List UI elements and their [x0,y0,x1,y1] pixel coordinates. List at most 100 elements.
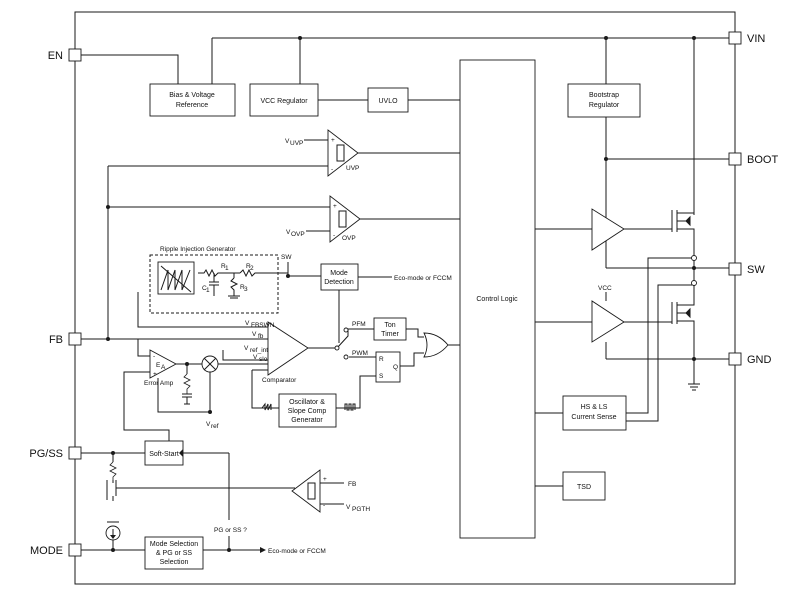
svg-text:Timer: Timer [381,331,399,338]
svg-text:A: A [161,364,166,371]
svg-text:Selection: Selection [160,559,189,566]
svg-text:-: - [331,166,333,173]
svg-text:OVP: OVP [291,231,305,238]
pin-gnd-label: GND [747,354,772,366]
uvlo-block: UVLO [367,87,409,113]
svg-text:V: V [285,138,290,145]
svg-text:+: + [333,203,337,210]
pin-vin[interactable]: VIN [728,31,765,45]
current-source-icon [105,521,121,541]
pin-sw-label: SW [747,264,765,276]
svg-text:Mode Selection: Mode Selection [150,541,198,548]
pin-gnd[interactable]: GND [728,352,772,366]
ic-outline [74,11,736,585]
pin-fb[interactable]: FB [49,332,82,346]
pin-en-label: EN [48,50,63,62]
svg-text:Bootstrap: Bootstrap [589,92,619,99]
svg-text:UVLO: UVLO [378,98,398,105]
sr-flip-flop: R S Q [375,351,401,383]
svg-text:+: + [153,371,157,378]
svg-text:ref_int: ref_int [250,347,268,354]
pin-en[interactable]: EN [48,48,82,62]
pwm-comparator: Comparator [262,321,309,384]
svg-text:Current Sense: Current Sense [571,414,616,421]
svg-text:ref: ref [211,423,219,430]
ovp-comparator: + - OVP [329,195,361,243]
tsd-block: TSD [562,471,606,501]
svg-text:V: V [346,504,351,511]
svg-text:Mode: Mode [330,270,348,277]
high-side-mosfet [671,210,695,255]
svg-text:R: R [379,356,384,363]
svg-text:-: - [333,232,335,239]
svg-text:3: 3 [244,286,248,293]
svg-text:-: - [323,502,325,509]
svg-text:V: V [206,421,211,428]
svg-text:S: S [379,373,384,380]
svg-text:UVP: UVP [290,140,303,147]
or-gate [423,332,449,358]
svg-text:Regulator: Regulator [589,102,620,109]
svg-text:2: 2 [250,265,254,272]
bootstrap-regulator-block: Bootstrap Regulator [567,83,641,118]
svg-text:Detection: Detection [324,279,354,286]
svg-text:PFM: PFM [352,321,366,328]
pin-pgss[interactable]: PG/SS [29,446,82,460]
current-sense-block: HS & LS Current Sense [562,395,627,431]
svg-text:E: E [156,362,161,369]
svg-text:PGTH: PGTH [352,506,370,513]
svg-text:Slope Comp: Slope Comp [288,408,327,415]
svg-text:PG or SS ?: PG or SS ? [214,527,247,534]
mode-selection-block: Mode Selection & PG or SS Selection [144,536,204,570]
svg-text:PWM: PWM [352,350,368,357]
svg-text:Generator: Generator [291,417,323,424]
uvp-comparator: + - UVP [327,129,359,177]
pin-fb-label: FB [49,334,63,346]
svg-text:V: V [253,354,258,361]
svg-text:Eco-mode or FCCM: Eco-mode or FCCM [268,548,326,555]
svg-text:Ton: Ton [384,322,395,329]
svg-text:& PG or SS: & PG or SS [156,550,193,557]
svg-text:OVP: OVP [342,235,356,242]
high-side-driver [591,208,625,251]
summing-node [201,355,219,373]
vcc-regulator-block: VCC Regulator [249,83,319,117]
svg-text:FBSWN: FBSWN [251,322,275,329]
svg-text:C: C [202,285,207,292]
svg-text:+: + [331,137,335,144]
pin-vin-label: VIN [747,33,765,45]
svg-text:Reference: Reference [176,102,208,109]
pin-boot[interactable]: BOOT [728,152,778,166]
svg-text:UVP: UVP [346,165,359,172]
svg-text:fb: fb [258,333,264,340]
svg-text:Bias & Voltage: Bias & Voltage [169,92,215,99]
svg-text:V: V [245,320,250,327]
svg-text:V: V [252,331,257,338]
pg-comparator: + - [291,469,327,513]
svg-text:Control Logic: Control Logic [476,296,518,303]
pin-mode[interactable]: MODE [30,543,82,557]
svg-text:+: + [323,476,327,483]
svg-text:slo: slo [259,356,268,363]
svg-text:R: R [240,284,245,291]
soft-start-block: Soft-Start [144,440,184,466]
svg-text:R: R [246,263,251,270]
svg-text:VCC Regulator: VCC Regulator [260,98,308,105]
svg-text:FB: FB [348,481,356,488]
svg-text:Soft-Start: Soft-Start [149,451,179,458]
pin-sw[interactable]: SW [728,262,765,276]
svg-text:1: 1 [225,265,229,272]
control-logic-block: Control Logic [459,59,536,539]
low-side-mosfet [671,285,695,359]
svg-text:Oscillator &: Oscillator & [289,399,325,406]
svg-text:-: - [153,353,155,360]
svg-text:1: 1 [206,287,210,294]
svg-text:SW: SW [281,254,292,261]
svg-text:Ripple Injection Generator: Ripple Injection Generator [160,246,236,253]
fb-bus [81,165,330,340]
svg-text:V: V [244,345,249,352]
svg-text:VCC: VCC [598,285,612,292]
low-side-driver [591,300,625,343]
